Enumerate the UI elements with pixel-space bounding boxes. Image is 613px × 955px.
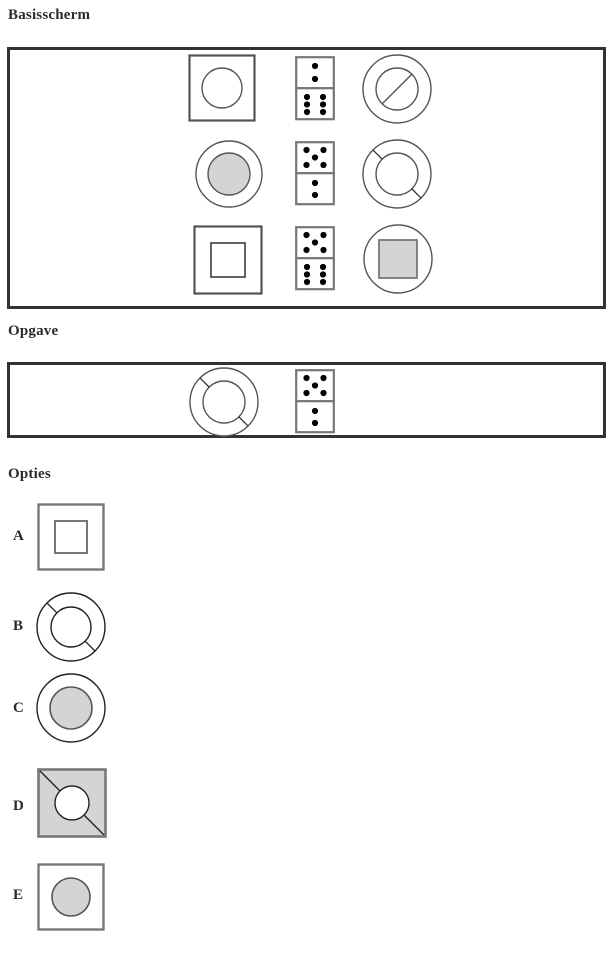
option-e[interactable]: E: [0, 855, 613, 940]
page-title-basisscherm: Basisscherm: [8, 7, 91, 23]
matrix-cell-r3c2-domino: [295, 226, 335, 291]
matrix-cell-r2c2-domino: [295, 141, 335, 206]
task-cell-2-domino: [295, 369, 335, 434]
matrix-cell-r3c1: [193, 225, 263, 295]
matrix-cell-r1c1: [188, 54, 256, 122]
matrix-cell-r1c2-domino: [295, 56, 335, 121]
option-a-figure[interactable]: [37, 503, 105, 571]
section-title-opgave: Opgave: [8, 323, 59, 339]
matrix-cell-r1c3: [361, 53, 433, 125]
option-e-label: E: [13, 887, 24, 903]
matrix-cell-r2c1: [193, 138, 265, 210]
section-title-opties: Opties: [8, 466, 51, 482]
option-a-label: A: [13, 528, 24, 544]
matrix-cell-r2c3: [361, 138, 433, 210]
option-e-figure[interactable]: [37, 863, 105, 931]
option-a[interactable]: A: [0, 498, 613, 580]
task-panel: [7, 362, 606, 438]
option-b-figure[interactable]: [35, 591, 107, 663]
option-d-label: D: [13, 798, 24, 814]
option-d-figure[interactable]: [37, 768, 107, 838]
option-b-label: B: [13, 618, 24, 634]
base-matrix-panel: [7, 47, 606, 309]
option-c-figure[interactable]: [35, 672, 107, 744]
task-cell-1: [188, 366, 260, 438]
option-c-label: C: [13, 700, 24, 716]
option-c[interactable]: C: [0, 650, 613, 750]
matrix-cell-r3c3: [362, 223, 434, 295]
option-b[interactable]: B: [0, 588, 613, 670]
option-d[interactable]: D: [0, 760, 613, 850]
